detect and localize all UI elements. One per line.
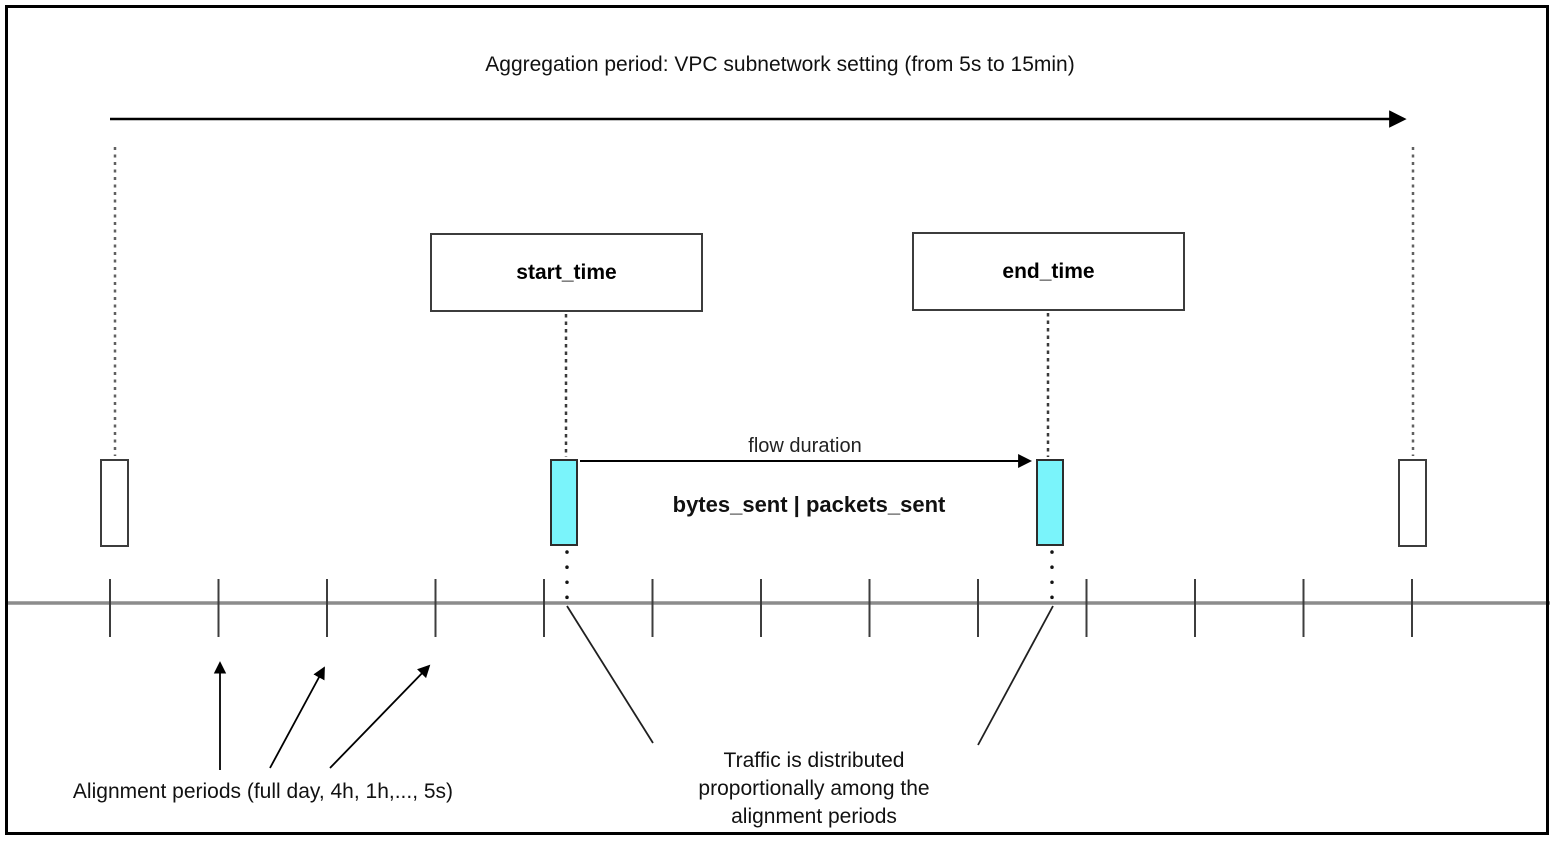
start-time-label: start_time: [516, 260, 617, 284]
start-time-box: start_time: [430, 233, 703, 312]
alignment-pointer-arrow-2: [269, 666, 325, 769]
end-time-label: end_time: [1002, 259, 1095, 283]
end-time-interval-bar: [1036, 459, 1064, 546]
end-time-box: end_time: [912, 232, 1185, 311]
alignment-periods-label: Alignment periods (full day, 4h, 1h,...,…: [72, 780, 454, 803]
traffic-note-leader-right: [977, 605, 1054, 746]
start-time-interval-bar: [550, 459, 578, 546]
flow-duration-label: flow duration: [748, 435, 862, 457]
traffic-distribution-note: Traffic is distributed proportionally am…: [698, 749, 930, 828]
right-edge-interval-bar: [1398, 459, 1427, 547]
alignment-pointer-arrow-3: [329, 664, 431, 769]
timeline-ticks: [109, 579, 1413, 637]
left-edge-interval-bar: [100, 459, 129, 547]
traffic-note-leader-left: [566, 605, 654, 744]
diagram-title: Aggregation period: VPC subnetwork setti…: [485, 53, 1075, 76]
flow-metrics-label: bytes_sent | packets_sent: [672, 492, 946, 517]
